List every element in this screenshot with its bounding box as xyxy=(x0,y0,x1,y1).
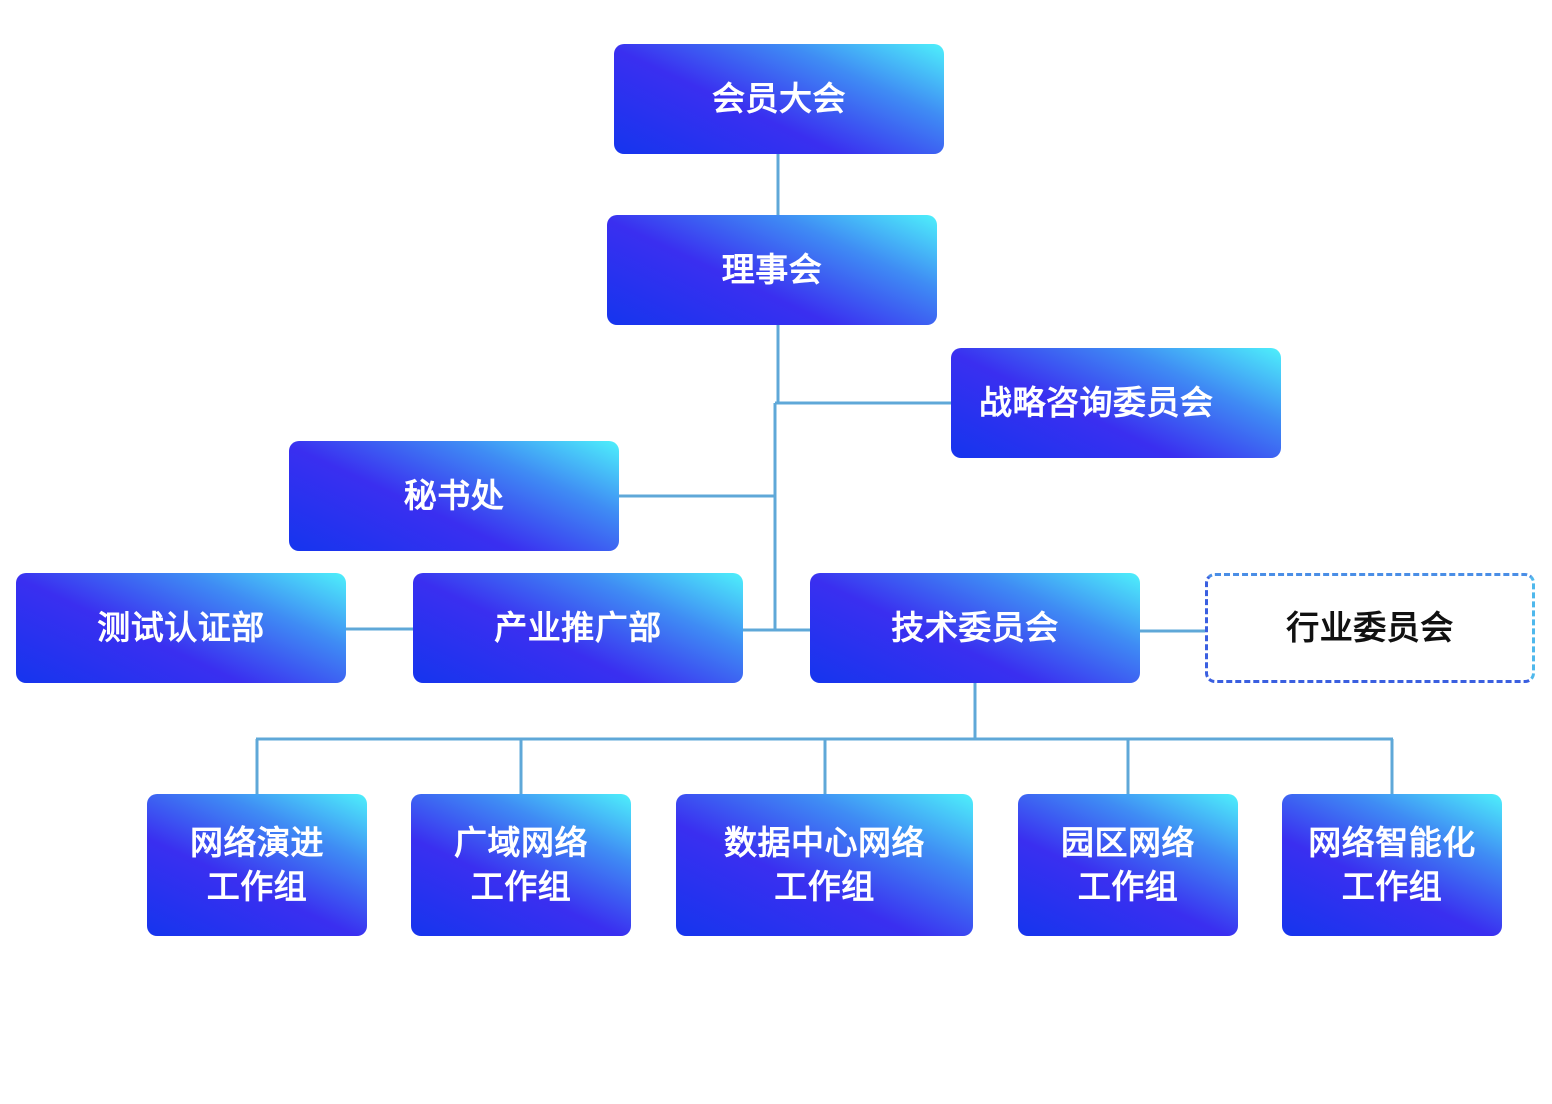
node-sector-committee: 行业委员会 xyxy=(1205,573,1535,683)
node-secretariat: 秘书处 xyxy=(289,441,619,551)
node-council: 理事会 xyxy=(607,215,937,325)
working-group-title: 网络智能化 xyxy=(1308,823,1476,863)
working-group-suffix: 工作组 xyxy=(774,867,875,906)
node-working-group-wan: 广域网络 工作组 xyxy=(411,794,631,936)
node-strategy-committee-label: 战略咨询委员会 xyxy=(979,383,1214,423)
working-group-title: 数据中心网络 xyxy=(724,823,925,863)
node-working-group-campus: 园区网络 工作组 xyxy=(1018,794,1238,936)
node-tech-committee-label: 技术委员会 xyxy=(891,608,1059,648)
node-general-assembly: 会员大会 xyxy=(614,44,944,154)
working-group-suffix: 工作组 xyxy=(1341,867,1443,906)
working-group-title: 广域网络 xyxy=(454,823,588,863)
working-group-title: 网络演进 xyxy=(190,823,324,863)
node-working-group-datacenter: 数据中心网络 工作组 xyxy=(676,794,973,936)
node-industry-promotion-dept-label: 产业推广部 xyxy=(494,608,662,648)
node-testing-dept-label: 测试认证部 xyxy=(97,608,265,648)
working-group-title: 园区网络 xyxy=(1061,823,1195,863)
node-secretariat-label: 秘书处 xyxy=(403,476,505,516)
node-strategy-committee: 战略咨询委员会 xyxy=(951,348,1281,458)
working-group-suffix: 工作组 xyxy=(206,867,308,906)
node-tech-committee: 技术委员会 xyxy=(810,573,1140,683)
node-industry-promotion-dept: 产业推广部 xyxy=(413,573,743,683)
node-testing-dept: 测试认证部 xyxy=(16,573,346,683)
node-council-label: 理事会 xyxy=(721,250,823,290)
working-group-suffix: 工作组 xyxy=(470,867,572,906)
working-group-suffix: 工作组 xyxy=(1077,867,1179,906)
node-sector-committee-label: 行业委员会 xyxy=(1286,608,1454,648)
node-working-group-network-intelligence: 网络智能化 工作组 xyxy=(1282,794,1502,936)
node-working-group-network-evolution: 网络演进 工作组 xyxy=(147,794,367,936)
node-general-assembly-label: 会员大会 xyxy=(712,79,846,119)
